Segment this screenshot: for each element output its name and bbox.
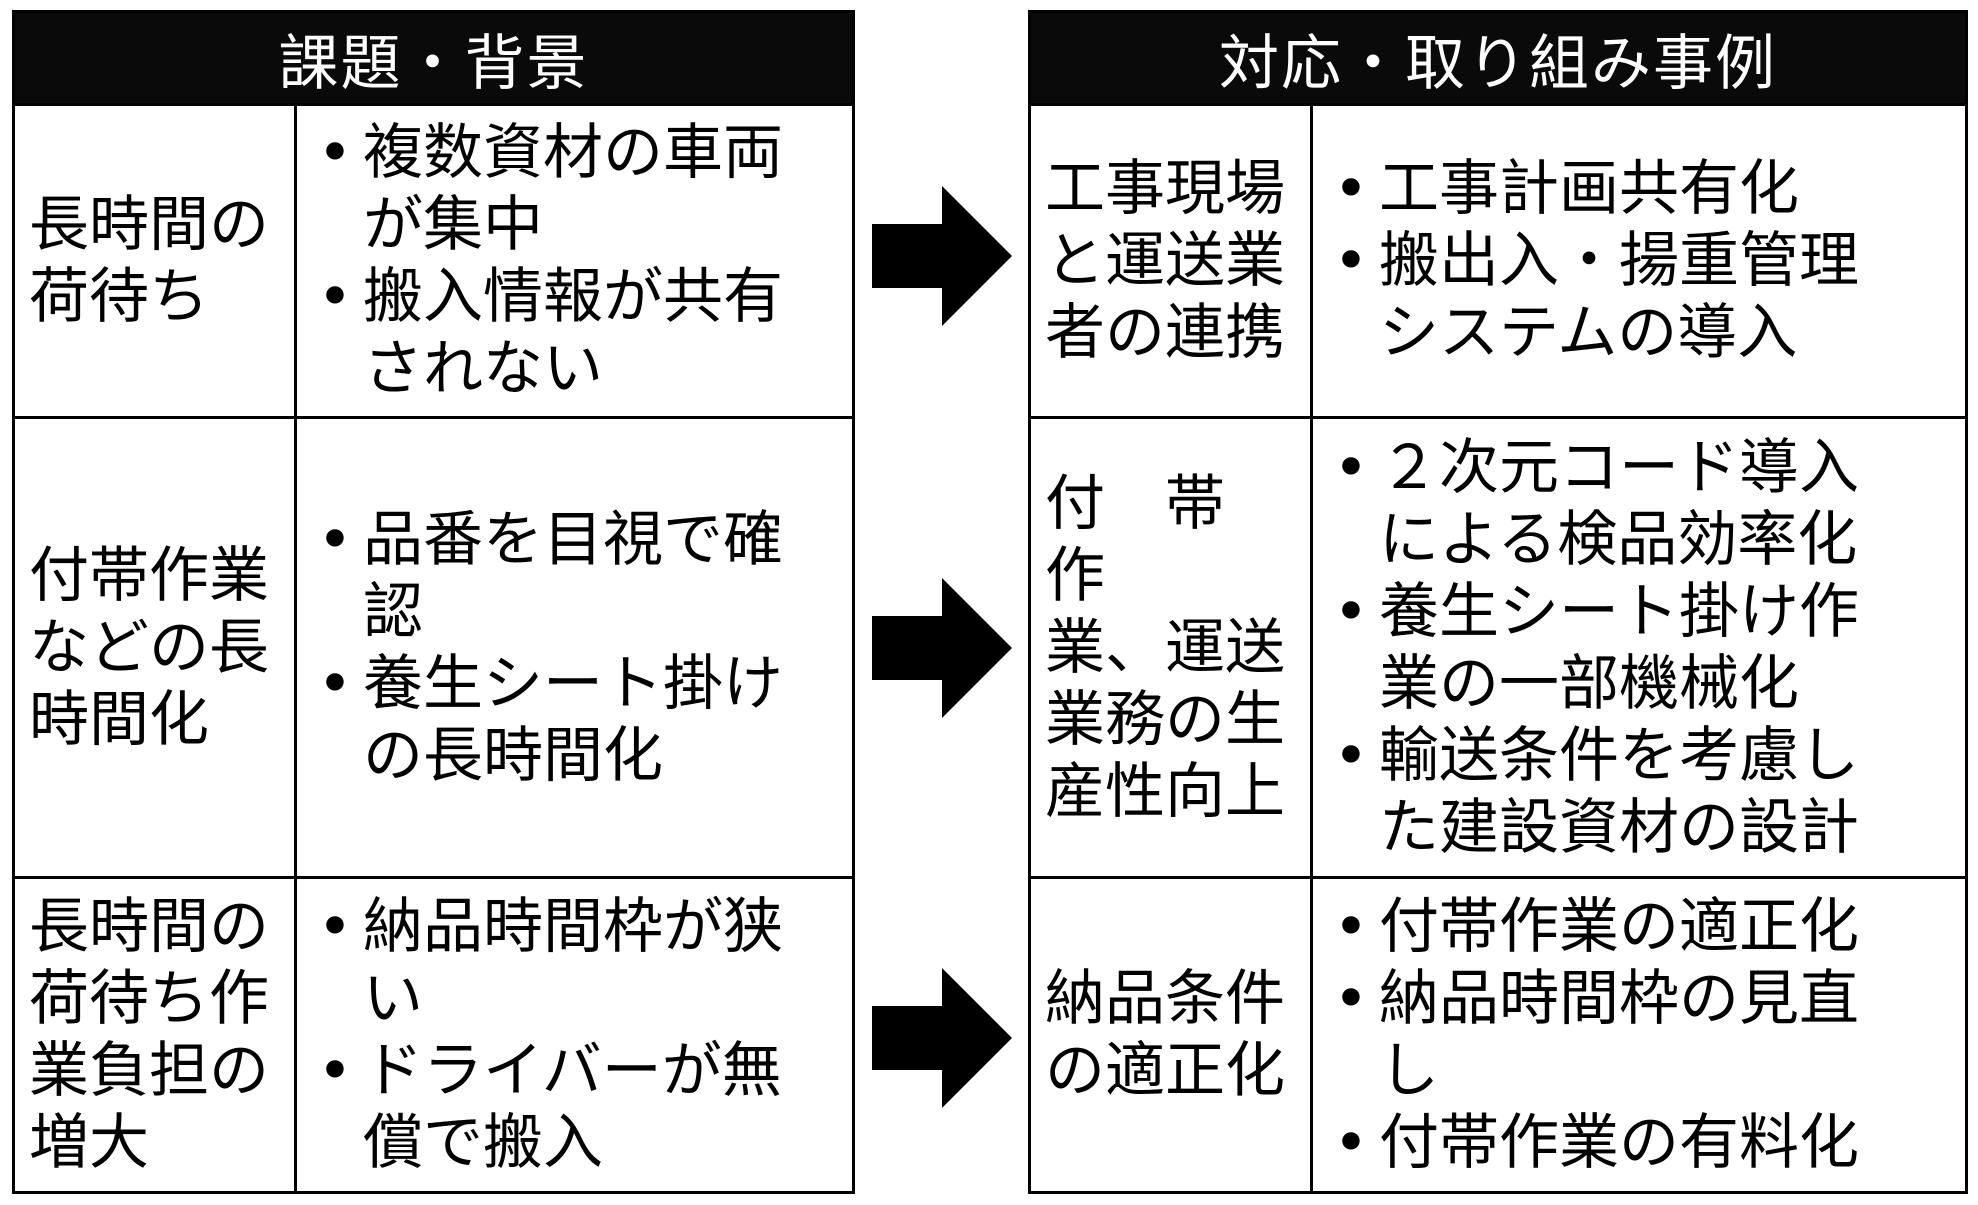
issues-panel: 課題・背景 長時間の荷待ち•複数資材の車両が集中•搬入情報が共有されない 付帯作… [12, 10, 855, 1194]
row-label-line: 納品条件 [1045, 964, 1285, 1034]
row-label: 納品条件の適正化 [1031, 879, 1313, 1191]
arrow-right-icon [872, 186, 1012, 326]
list-item-line: 付帯作業の有料化 [1379, 1108, 1859, 1178]
bullet-icon: • [1333, 964, 1369, 1034]
issue-row: 付帯作業などの長時間化•品番を目視で確認•養生シート掛けの長時間化 [15, 416, 852, 876]
list-item-line: 納品時間枠の見直 [1379, 964, 1859, 1034]
list-item: •搬入情報が共有されない [307, 261, 842, 405]
measures-header: 対応・取り組み事例 [1031, 13, 1965, 103]
bullet-icon: • [1333, 226, 1369, 296]
row-label-line: などの長 [29, 612, 269, 683]
list-item: •付帯作業の有料化 [1323, 1107, 1955, 1179]
row-label-line: 増大 [29, 1108, 149, 1178]
list-item: •工事計画共有化 [1323, 153, 1955, 225]
list-item-line: 業の一部機械化 [1379, 648, 1799, 719]
list-item-line: 養生シート掛け作 [1379, 576, 1859, 647]
list-item-line: 納品時間枠が狭 [363, 892, 783, 962]
row-label-line: の適正化 [1045, 1036, 1285, 1106]
bullet-icon: • [1333, 576, 1369, 647]
list-item-line: い [363, 964, 423, 1034]
list-item: •搬出入・揚重管理システムの導入 [1323, 225, 1955, 369]
list-item-line: 認 [363, 576, 423, 647]
list-item-line: システムの導入 [1379, 298, 1798, 368]
bullet-list: •納品時間枠が狭い•ドライバーが無償で搬入 [297, 879, 852, 1191]
list-item-line: 付帯作業の適正化 [1379, 892, 1859, 962]
row-label-line: 長時間の [29, 892, 269, 962]
row-label-line: 業負担の [29, 1036, 269, 1106]
list-item: •複数資材の車両が集中 [307, 117, 842, 261]
bullet-icon: • [1333, 1108, 1369, 1178]
list-item: •品番を目視で確認 [307, 504, 842, 648]
bullet-list: •工事計画共有化•搬出入・揚重管理システムの導入 [1313, 106, 1965, 416]
row-label-line: 付帯作業 [29, 540, 269, 611]
list-item-line: 搬入情報が共有 [363, 262, 783, 332]
list-item-line: ２次元コード導入 [1379, 432, 1859, 503]
list-item: •養生シート掛け作業の一部機械化 [1323, 576, 1955, 720]
bullet-list: •複数資材の車両が集中•搬入情報が共有されない [297, 106, 852, 416]
row-label: 長時間の荷待ち作業負担の増大 [15, 879, 297, 1191]
list-item-line: の長時間化 [363, 720, 663, 791]
measure-row: 付 帯 作業、運送業務の生産性向上•２次元コード導入による検品効率化•養生シート… [1031, 416, 1965, 876]
list-item-line: 複数資材の車両 [363, 118, 783, 188]
row-label: 付 帯 作業、運送業務の生産性向上 [1031, 419, 1313, 876]
list-item-line: ドライバーが無 [363, 1036, 782, 1106]
row-label-line: 産性向上 [1045, 756, 1285, 827]
row-label-line: 付 帯 作 [1045, 468, 1285, 611]
arrow-right-icon [872, 578, 1012, 718]
row-label: 長時間の荷待ち [15, 106, 297, 416]
arrow-right-icon [872, 968, 1012, 1108]
bullet-icon: • [317, 1036, 353, 1106]
measure-row: 工事現場と運送業者の連携•工事計画共有化•搬出入・揚重管理システムの導入 [1031, 103, 1965, 416]
list-item: •納品時間枠の見直し [1323, 963, 1955, 1107]
measure-row: 納品条件の適正化•付帯作業の適正化•納品時間枠の見直し•付帯作業の有料化 [1031, 876, 1965, 1191]
list-item: •養生シート掛けの長時間化 [307, 648, 842, 792]
list-item: •輸送条件を考慮した建設資材の設計 [1323, 720, 1955, 864]
bullet-icon: • [317, 892, 353, 962]
bullet-icon: • [317, 262, 353, 332]
list-item: •ドライバーが無償で搬入 [307, 1035, 842, 1179]
row-label-line: 時間化 [29, 684, 209, 755]
list-item-line: 償で搬入 [363, 1108, 603, 1178]
bullet-icon: • [1333, 432, 1369, 503]
bullet-icon: • [1333, 154, 1369, 224]
bullet-icon: • [1333, 892, 1369, 962]
issues-header: 課題・背景 [15, 13, 852, 103]
row-label-line: 業、運送 [1045, 612, 1285, 683]
bullet-icon: • [1333, 720, 1369, 791]
row-label-line: と運送業 [1045, 226, 1285, 296]
bullet-list: •付帯作業の適正化•納品時間枠の見直し•付帯作業の有料化 [1313, 879, 1965, 1191]
bullet-list: •品番を目視で確認•養生シート掛けの長時間化 [297, 419, 852, 876]
issue-row: 長時間の荷待ち作業負担の増大•納品時間枠が狭い•ドライバーが無償で搬入 [15, 876, 852, 1191]
bullet-icon: • [317, 118, 353, 188]
bullet-icon: • [317, 504, 353, 575]
row-label-line: 長時間の [29, 190, 269, 260]
list-item-line: 品番を目視で確 [363, 504, 783, 575]
bullet-list: •２次元コード導入による検品効率化•養生シート掛け作業の一部機械化•輸送条件を考… [1313, 419, 1965, 876]
measures-panel: 対応・取り組み事例 工事現場と運送業者の連携•工事計画共有化•搬出入・揚重管理シ… [1028, 10, 1968, 1194]
list-item-line: による検品効率化 [1379, 504, 1858, 575]
row-label-line: 者の連携 [1045, 298, 1285, 368]
list-item-line: 養生シート掛け [363, 648, 783, 719]
issue-row: 長時間の荷待ち•複数資材の車両が集中•搬入情報が共有されない [15, 103, 852, 416]
list-item-line: し [1379, 1036, 1439, 1106]
list-item-line: た建設資材の設計 [1379, 792, 1859, 863]
list-item: •付帯作業の適正化 [1323, 891, 1955, 963]
row-label-line: 工事現場 [1045, 154, 1285, 224]
bullet-icon: • [317, 648, 353, 719]
list-item: •納品時間枠が狭い [307, 891, 842, 1035]
row-label-line: 荷待ち作 [29, 964, 269, 1034]
row-label-line: 業務の生 [1045, 684, 1285, 755]
row-label: 付帯作業などの長時間化 [15, 419, 297, 876]
row-label-line: 荷待ち [29, 262, 209, 332]
list-item-line: が集中 [363, 190, 543, 260]
list-item-line: 輸送条件を考慮し [1379, 720, 1859, 791]
list-item-line: されない [363, 334, 603, 404]
row-label: 工事現場と運送業者の連携 [1031, 106, 1313, 416]
list-item-line: 工事計画共有化 [1379, 154, 1799, 224]
list-item: •２次元コード導入による検品効率化 [1323, 432, 1955, 576]
list-item-line: 搬出入・揚重管理 [1379, 226, 1859, 296]
